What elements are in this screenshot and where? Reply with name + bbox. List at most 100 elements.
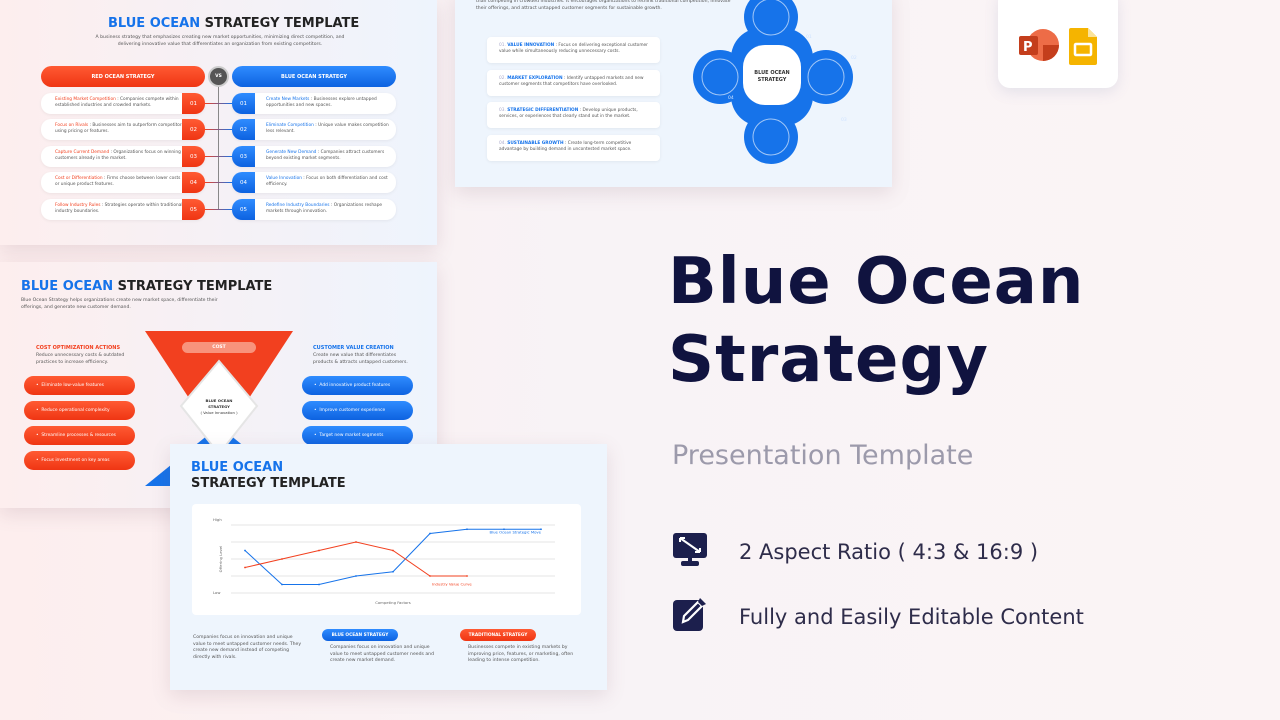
right-text: Create new value that differentiates pro… — [313, 353, 408, 365]
blue-ocean-item: 05 Redefine Industry Boundaries : Organi… — [232, 199, 396, 220]
red-ocean-item: Existing Market Competition : Companies … — [41, 93, 205, 114]
petal-label: 01 — [806, 35, 812, 40]
left-heading: COST OPTIMIZATION ACTIONS — [36, 345, 121, 351]
item-number: 05 — [232, 199, 255, 220]
y-tick-high: High — [213, 517, 222, 522]
data-point — [429, 575, 431, 577]
y-axis-label: Offering Level — [218, 546, 223, 573]
petal-label: 02 — [851, 56, 857, 61]
slide-title: BLUE OCEAN STRATEGY TEMPLATE — [21, 279, 273, 294]
value-creation-pill: • Improve customer experience — [302, 401, 413, 420]
connector — [205, 182, 232, 183]
pillar-card: 02. MARKET EXPLORATION : Identify untapp… — [487, 70, 660, 96]
data-point — [429, 532, 431, 535]
data-point — [466, 575, 468, 577]
data-point — [318, 549, 320, 552]
pillar-card: 03. STRATEGIC DIFFERENTIATION : Develop … — [487, 102, 660, 128]
item-number: 03 — [182, 146, 205, 167]
slide-thumbnail-four-pillars[interactable]: than competing in crowded industries. It… — [455, 0, 892, 187]
left-text: Reduce unnecessary costs & outdated prac… — [36, 353, 125, 365]
data-point — [355, 541, 357, 543]
slide-title: BLUE OCEAN STRATEGY TEMPLATE — [108, 16, 360, 31]
slide-subtitle: A business strategy that emphasizes crea… — [95, 35, 345, 47]
data-point — [318, 583, 320, 586]
connector — [205, 156, 232, 157]
slide-intro: than competing in crowded industries. It… — [476, 0, 731, 11]
value-creation-pill: • Add innovative product features — [302, 376, 413, 395]
blue-ocean-item: 01 Create New Markets : Businesses explo… — [232, 93, 396, 114]
data-point — [540, 528, 542, 531]
app-compatibility-card: P — [998, 0, 1118, 88]
google-slides-icon — [1069, 28, 1097, 65]
x-axis-label: Competing Factors — [375, 600, 411, 605]
red-ocean-item: Follow Industry Rules : Strategies opera… — [41, 199, 205, 220]
item-number: 04 — [232, 172, 255, 193]
data-point — [503, 528, 505, 531]
red-ocean-item: Capture Current Demand : Organizations f… — [41, 146, 205, 167]
value-creation-pill: • Target new market segments — [302, 426, 413, 445]
series-label-red: Industry Value Curve — [432, 582, 472, 587]
item-number: 01 — [232, 93, 255, 114]
item-number: 02 — [182, 119, 205, 140]
blue-strategy-label: BLUE OCEAN STRATEGY — [322, 629, 398, 641]
strategy-clover-diagram — [693, 0, 853, 164]
item-number: 02 — [232, 119, 255, 140]
pillar-card: 04. SUSTAINABLE GROWTH : Create long-ter… — [487, 135, 660, 161]
data-point — [466, 528, 468, 531]
divider — [218, 76, 219, 210]
left-text: Companies focus on innovation and unique… — [193, 635, 302, 660]
traditional-strategy-text: Businesses compete in existing markets b… — [468, 645, 574, 664]
data-point — [281, 583, 283, 586]
monitor-resize-icon — [673, 533, 707, 566]
slide-subtitle: Blue Ocean Strategy helps organizations … — [21, 298, 218, 310]
y-tick-low: Low — [213, 590, 220, 595]
svg-text:P: P — [1023, 40, 1033, 55]
feature-editable: Fully and Easily Editable Content — [739, 605, 1084, 629]
connector — [205, 103, 232, 104]
data-point — [392, 549, 394, 552]
series-label-blue: Blue Ocean Strategic Move — [489, 530, 541, 535]
feature-aspect-ratio: 2 Aspect Ratio ( 4:3 & 16:9 ) — [739, 540, 1039, 564]
hero-subtitle: Presentation Template — [672, 440, 974, 471]
blue-ocean-item: 02 Eliminate Competition : Unique value … — [232, 119, 396, 140]
data-point — [281, 558, 283, 560]
item-number: 05 — [182, 199, 205, 220]
blue-ocean-header: BLUE OCEAN STRATEGY — [232, 66, 396, 87]
item-number: 04 — [182, 172, 205, 193]
cost-action-pill: • Reduce operational complexity — [24, 401, 135, 420]
slide-thumbnail-red-vs-blue[interactable]: BLUE OCEAN STRATEGY TEMPLATE A business … — [0, 0, 437, 245]
traditional-strategy-label: TRADITIONAL STRATEGY — [460, 629, 536, 641]
red-ocean-item: Focus on Rivals : Businesses aim to outp… — [41, 119, 205, 140]
data-point — [355, 575, 357, 577]
petal-label: 04 — [728, 96, 734, 101]
cost-action-pill: • Streamline processes & resources — [24, 426, 135, 445]
data-point — [244, 566, 246, 569]
powerpoint-icon: P — [1019, 29, 1059, 61]
connector — [205, 129, 232, 130]
red-ocean-item: Cost or Differentiation : Firms choose b… — [41, 172, 205, 193]
blue-ocean-item: 03 Generate New Demand : Companies attra… — [232, 146, 396, 167]
cost-action-pill: • Eliminate low-value features — [24, 376, 135, 395]
red-ocean-header: RED OCEAN STRATEGY — [41, 66, 205, 87]
cost-label: COST — [182, 342, 256, 353]
connector — [205, 209, 232, 210]
item-number: 03 — [232, 146, 255, 167]
blue-ocean-item: 04 Value Innovation : Focus on both diff… — [232, 172, 396, 193]
petal-label: 03 — [841, 118, 847, 123]
edit-pencil-icon — [673, 598, 706, 631]
blue-strategy-text: Companies focus on innovation and unique… — [330, 645, 435, 664]
cost-action-pill: • Focus investment on key areas — [24, 451, 135, 470]
vs-badge: VS — [208, 66, 229, 87]
right-heading: CUSTOMER VALUE CREATION — [313, 345, 394, 351]
item-number: 01 — [182, 93, 205, 114]
pillar-card: 01. VALUE INNOVATION : Focus on deliveri… — [487, 37, 660, 63]
data-point — [244, 549, 246, 552]
data-point — [392, 570, 394, 573]
chart-card — [192, 504, 581, 615]
